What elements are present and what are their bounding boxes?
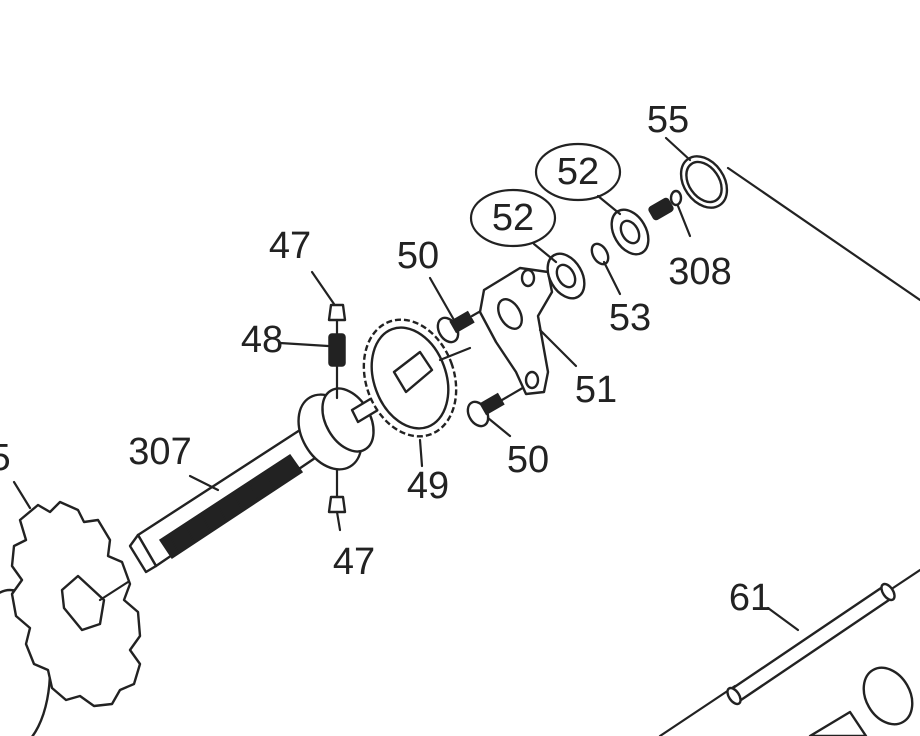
callout-label-c51: 51: [575, 369, 617, 411]
spring-48: [328, 333, 346, 400]
callout-label-c50a: 50: [397, 235, 439, 277]
bearing-52-upper: [610, 208, 650, 256]
callout-label-c47b: 47: [333, 541, 375, 583]
callout-label-c53: 53: [609, 297, 651, 339]
frame-lines: [658, 166, 920, 736]
callout-label-c307: 307: [128, 431, 191, 473]
shaft-307: [128, 387, 380, 574]
leader-lines: [12, 136, 800, 632]
callout-label-c5: 5: [0, 437, 11, 479]
callout-label-c61: 61: [729, 577, 771, 619]
callout-label-c49: 49: [407, 465, 449, 507]
callout-label-c52b: 52: [557, 151, 599, 193]
snap-ring-55: [679, 155, 729, 209]
washer-53: [590, 242, 610, 266]
gear-49: [362, 318, 472, 438]
bolts-50: [436, 298, 528, 428]
partial-assembly-bottom-right: [808, 666, 914, 736]
bracket-51: [478, 266, 554, 396]
key-308: [648, 189, 683, 221]
callout-label-c308: 308: [668, 251, 731, 293]
callout-label-c47a: 47: [269, 225, 311, 267]
grease-fittings-47: [327, 303, 347, 514]
sprocket-wheel-5: [0, 500, 142, 736]
pin-61: [726, 582, 896, 706]
callout-label-c48: 48: [241, 319, 283, 361]
callout-label-c52a: 52: [492, 197, 534, 239]
callout-ovals: [469, 142, 622, 248]
callout-labels: 5 47 48 307 47 50 49 50 51 52 52 53 55 308 61: [0, 99, 771, 619]
callout-label-c55: 55: [647, 99, 689, 141]
bearing-52-lower: [546, 252, 586, 300]
callout-label-c50b: 50: [507, 439, 549, 481]
